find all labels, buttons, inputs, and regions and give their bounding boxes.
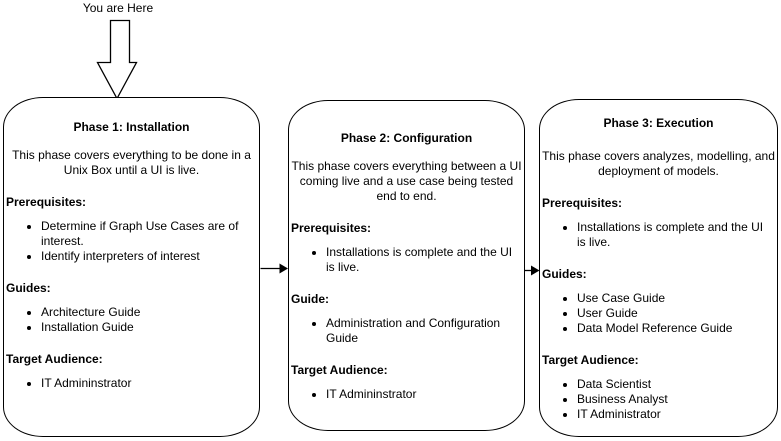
phase-3-description: This phase covers analyzes, modelling, a… bbox=[542, 149, 775, 178]
bullet-item: IT Admininstrator bbox=[326, 387, 520, 402]
you-are-here-label: You are Here bbox=[82, 1, 154, 15]
phase-2-guide-heading: Guide: bbox=[291, 292, 329, 306]
phase-3-audience-list: Data Scientist Business Analyst IT Admin… bbox=[540, 377, 773, 422]
you-are-here-arrow-icon bbox=[96, 19, 138, 100]
phase-1-box: Phase 1: Installation This phase covers … bbox=[3, 97, 260, 437]
phase-2-title: Phase 2: Configuration bbox=[340, 131, 473, 145]
bullet-item: Data Model Reference Guide bbox=[577, 321, 773, 336]
phase-3-title: Phase 3: Execution bbox=[603, 116, 714, 130]
phase-2-prerequisites-heading: Prerequisites: bbox=[291, 221, 372, 235]
phase-2-prerequisites-list: Installations is complete and the UI is … bbox=[289, 245, 520, 275]
bullet-item: Identify interpreters of interest bbox=[41, 249, 255, 264]
phase-3-audience-heading: Target Audience: bbox=[542, 353, 639, 367]
bullet-item: Administration and Configuration Guide bbox=[326, 316, 520, 346]
phase-3-guides-heading: Guides: bbox=[542, 267, 587, 281]
bullet-item: Use Case Guide bbox=[577, 291, 773, 306]
bullet-item: Installations is complete and the UI is … bbox=[577, 220, 773, 250]
phase-2-guide-list: Administration and Configuration Guide bbox=[289, 316, 520, 346]
bullet-item: Business Analyst bbox=[577, 392, 773, 407]
phase-1-guides-list: Architecture Guide Installation Guide bbox=[4, 305, 255, 335]
phase-1-audience-list: IT Admininstrator bbox=[4, 376, 255, 391]
bullet-item: Architecture Guide bbox=[41, 305, 255, 320]
phase-2-audience-list: IT Admininstrator bbox=[289, 387, 520, 402]
bullet-item: IT Admininstrator bbox=[41, 376, 255, 391]
bullet-item: User Guide bbox=[577, 306, 773, 321]
phase-1-guides-heading: Guides: bbox=[6, 281, 51, 295]
phase-1-prerequisites-list: Determine if Graph Use Cases are of inte… bbox=[4, 219, 255, 264]
phase-1-description: This phase covers everything to be done … bbox=[12, 148, 251, 177]
phase-2-box: Phase 2: Configuration This phase covers… bbox=[288, 100, 525, 431]
phase-1-title: Phase 1: Installation bbox=[73, 120, 190, 134]
bullet-item: Data Scientist bbox=[577, 377, 773, 392]
bullet-item: Installations is complete and the UI is … bbox=[326, 245, 520, 275]
connector-phase1-phase2-icon bbox=[260, 263, 288, 274]
phase-1-prerequisites-heading: Prerequisites: bbox=[6, 195, 87, 209]
bullet-item: Determine if Graph Use Cases are of inte… bbox=[41, 219, 255, 249]
bullet-item: Installation Guide bbox=[41, 320, 255, 335]
phase-3-prerequisites-list: Installations is complete and the UI is … bbox=[540, 220, 773, 250]
phase-3-box: Phase 3: Execution This phase covers ana… bbox=[539, 99, 778, 437]
phase-1-audience-heading: Target Audience: bbox=[6, 352, 103, 366]
phase-3-prerequisites-heading: Prerequisites: bbox=[542, 196, 623, 210]
bullet-item: IT Administrator bbox=[577, 407, 773, 422]
phase-2-audience-heading: Target Audience: bbox=[291, 363, 388, 377]
connector-phase2-phase3-icon bbox=[525, 265, 540, 276]
phase-3-guides-list: Use Case Guide User Guide Data Model Ref… bbox=[540, 291, 773, 336]
phase-2-description: This phase covers everything between a U… bbox=[291, 159, 522, 203]
